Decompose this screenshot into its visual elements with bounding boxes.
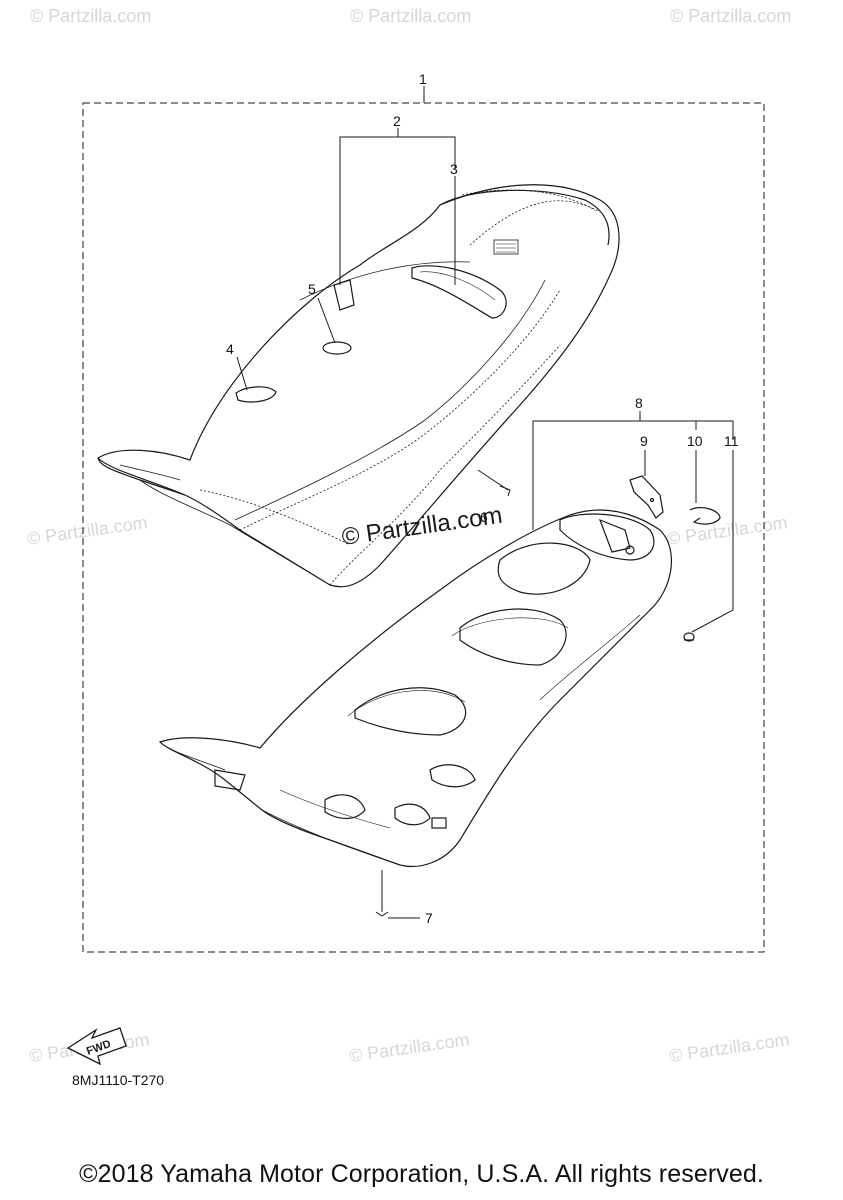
callout-4[interactable]: 4	[226, 341, 234, 357]
callout-11[interactable]: 11	[724, 433, 739, 449]
clip-part-10[interactable]	[689, 506, 721, 525]
callout-5[interactable]: 5	[308, 281, 316, 297]
callout-1[interactable]: 1	[419, 71, 427, 87]
watermark: © Partzilla.com	[30, 6, 151, 26]
callout-10[interactable]: 10	[687, 433, 703, 449]
center-watermark: © Partzilla.com	[340, 502, 504, 551]
watermark: © Partzilla.com	[666, 512, 789, 549]
watermark: © Partzilla.com	[26, 512, 149, 549]
callout-6[interactable]: 6	[480, 509, 488, 525]
callout-3[interactable]: 3	[450, 161, 458, 177]
diagram-part-code: 8MJ1110-T270	[72, 1072, 165, 1088]
callout-8[interactable]: 8	[635, 395, 643, 411]
watermark: © Partzilla.com	[670, 6, 791, 26]
seat-assembly[interactable]	[97, 184, 620, 588]
bracket-part-9[interactable]	[629, 475, 664, 519]
seat-base[interactable]	[158, 509, 673, 867]
fwd-arrow-icon: FWD	[66, 1027, 127, 1066]
watermark: © Partzilla.com	[350, 6, 471, 26]
assembly-boundary	[82, 102, 765, 953]
callout-9[interactable]: 9	[640, 433, 648, 449]
callout-2[interactable]: 2	[393, 113, 401, 129]
watermark: © Partzilla.com	[668, 1029, 791, 1066]
copyright-notice: ©2018 Yamaha Motor Corporation, U.S.A. A…	[79, 1160, 764, 1188]
callout-7[interactable]: 7	[425, 910, 433, 926]
watermark: © Partzilla.com	[348, 1029, 471, 1066]
grommet-part-11[interactable]	[683, 632, 695, 642]
